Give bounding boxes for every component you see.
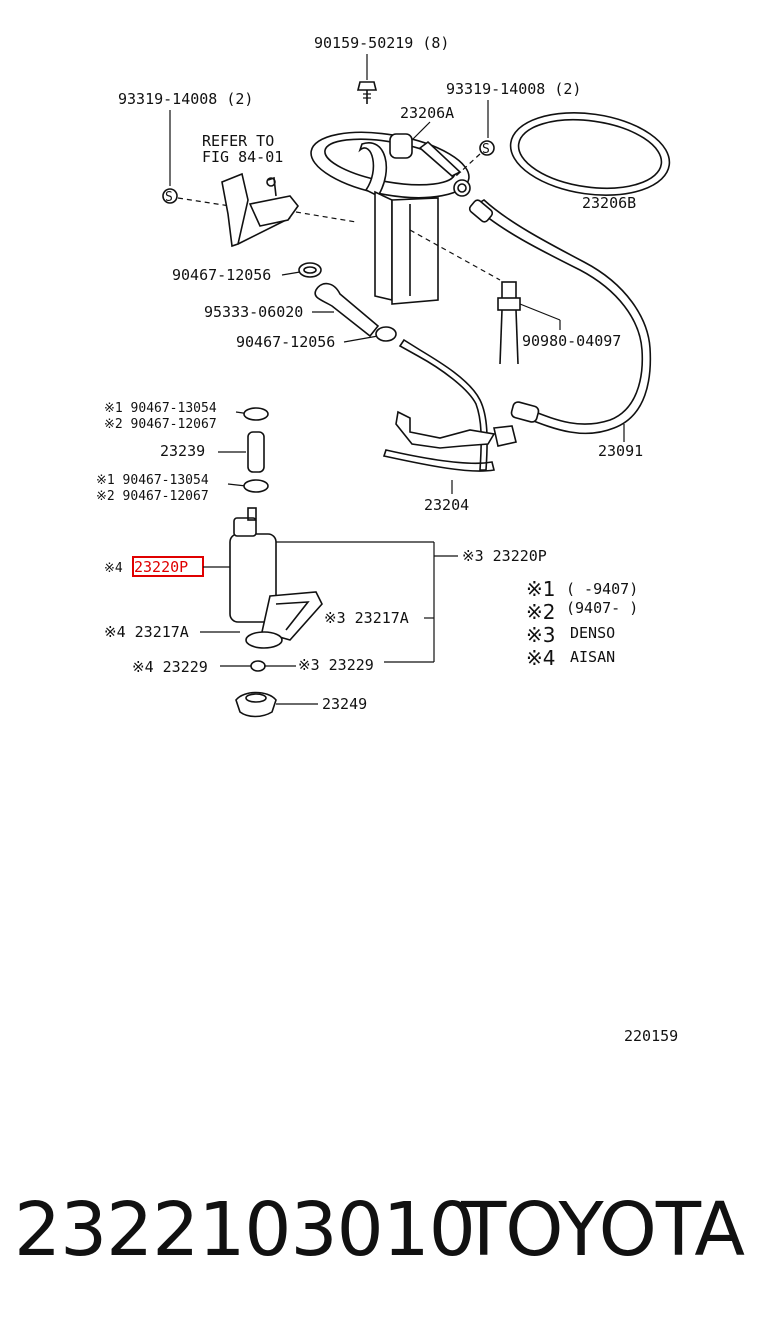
label-90159: 90159-50219 (8) — [314, 34, 449, 52]
fuel-tube[interactable] — [398, 338, 488, 471]
hose-23239[interactable]: 23239 — [160, 431, 265, 473]
label-n3-23217A: ※3 23217A — [324, 609, 409, 627]
fuel-pipe-23091[interactable]: 23091 — [468, 199, 652, 460]
label-23249: 23249 — [322, 695, 367, 713]
fuel-pump-bracket-23206A[interactable]: 23206A — [306, 104, 474, 305]
screw-93319-left[interactable]: 93319-14008 (2) S — [118, 90, 253, 207]
legend-value-3: DENSO — [570, 624, 615, 642]
label-n3-23220P: ※3 23220P — [462, 547, 547, 565]
label-23239: 23239 — [160, 442, 205, 460]
svg-text:S: S — [165, 190, 173, 205]
label-90467-a: 90467-12056 — [172, 266, 271, 284]
connector-90980-04097[interactable]: 90980-04097 — [409, 229, 621, 365]
svg-text:S: S — [482, 142, 490, 157]
label-90467-b: 90467-12056 — [236, 333, 335, 351]
fuel-filter-23217A[interactable]: ※4 23217A ※3 23217A — [104, 591, 434, 649]
label-fig: FIG 84-01 — [202, 148, 283, 166]
legend-key-4: ※4 — [526, 646, 555, 670]
footer: 2322103010 TOYOTA — [0, 1180, 760, 1290]
screw-93319-right[interactable]: 93319-14008 (2) S — [446, 80, 581, 177]
figure-number: 220159 — [624, 1027, 678, 1045]
legend-value-1: ( -9407) — [566, 580, 638, 598]
clamp-group-upper[interactable]: ※1 90467-13054 ※2 90467-12067 — [104, 401, 269, 432]
gasket-23206B[interactable]: 23206B — [505, 103, 675, 212]
label-n4-23217A: ※4 23217A — [104, 623, 189, 641]
brand-name: TOYOTA — [461, 1187, 745, 1273]
sender-gauge-bracket[interactable]: REFER TO FIG 84-01 — [202, 132, 357, 248]
label-23091: 23091 — [598, 442, 643, 460]
label-n2-90467-12067-b: ※2 90467-12067 — [96, 489, 209, 504]
legend-value-2: (9407- ) — [566, 599, 638, 617]
label-23220P-highlighted[interactable]: 23220P — [134, 558, 188, 576]
label-93319-left: 93319-14008 (2) — [118, 90, 253, 108]
bracket-23204[interactable]: 23204 — [382, 410, 517, 514]
label-n3-23229: ※3 23229 — [298, 656, 374, 674]
label-90980: 90980-04097 — [522, 332, 621, 350]
label-n1-90467-13054-b: ※1 90467-13054 — [96, 473, 209, 488]
legend-value-4: AISAN — [570, 648, 615, 666]
hose-95333-06020[interactable]: 95333-06020 — [204, 282, 380, 338]
label-23206A: 23206A — [400, 104, 454, 122]
legend: ※1 ( -9407) ※2 (9407- ) ※3 DENSO ※4 AISA… — [526, 577, 638, 670]
clamp-90467-12056-b[interactable]: 90467-12056 — [236, 326, 397, 351]
bolt-90159[interactable]: 90159-50219 (8) — [314, 34, 449, 104]
label-95333: 95333-06020 — [204, 303, 303, 321]
legend-key-2: ※2 — [526, 600, 555, 624]
cushion-23249[interactable]: 23249 — [235, 691, 367, 718]
label-n2-90467-12067-a: ※2 90467-12067 — [104, 417, 217, 432]
clamp-90467-12056-a[interactable]: 90467-12056 — [172, 262, 322, 284]
fuel-pump-23220P[interactable]: ※3 23220P ※4 23220P — [104, 507, 547, 662]
label-refer-to: REFER TO — [202, 132, 274, 150]
label-23206B: 23206B — [582, 194, 636, 212]
clamp-group-lower[interactable]: ※1 90467-13054 ※2 90467-12067 — [96, 473, 269, 504]
label-n1-90467-13054-a: ※1 90467-13054 — [104, 401, 217, 416]
legend-key-1: ※1 — [526, 577, 555, 601]
legend-key-3: ※3 — [526, 623, 555, 647]
label-93319-right: 93319-14008 (2) — [446, 80, 581, 98]
label-23204: 23204 — [424, 496, 469, 514]
label-n4-prefix: ※4 — [104, 561, 123, 576]
label-n4-23229: ※4 23229 — [132, 658, 208, 676]
clip-23229[interactable]: ※4 23229 ※3 23229 — [132, 656, 434, 676]
part-number: 2322103010 — [14, 1187, 476, 1273]
